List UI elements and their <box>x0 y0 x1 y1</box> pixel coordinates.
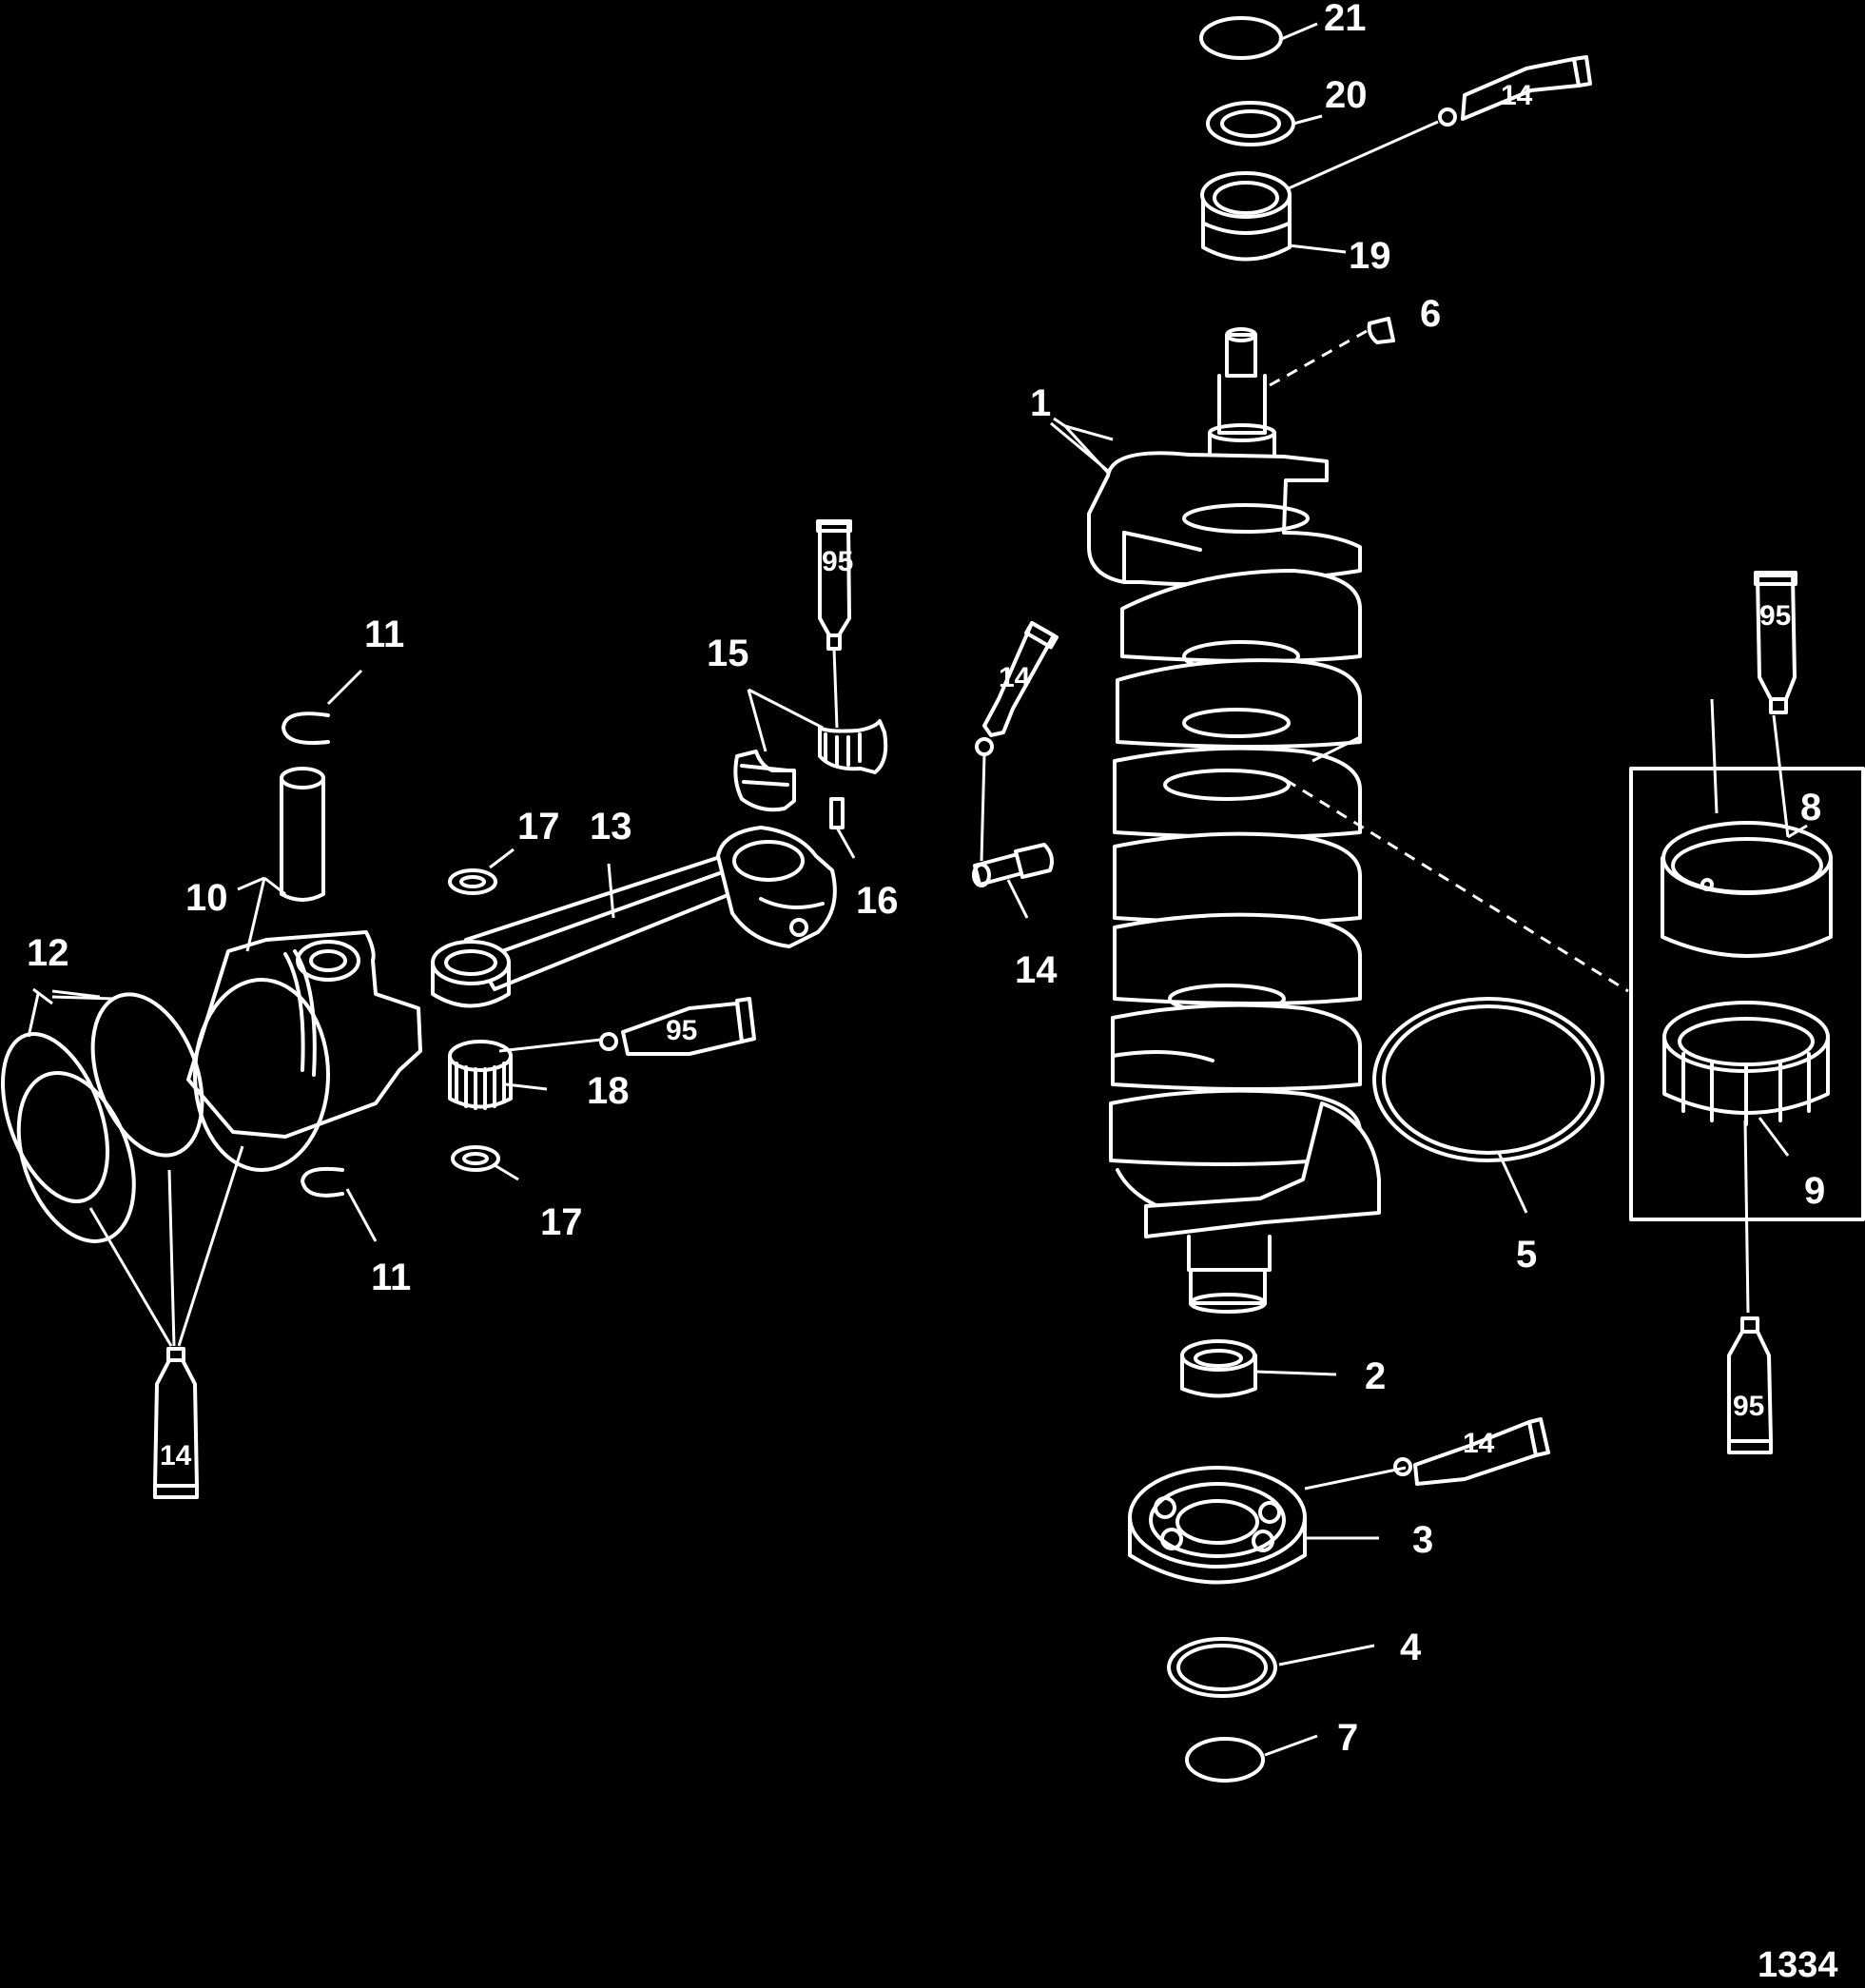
callout-8: 8 <box>1800 787 1821 828</box>
callouts: 21 20 19 6 1 8 9 5 2 3 4 7 11 11 10 12 1… <box>27 0 1825 1759</box>
thrust-washer-17-top <box>448 868 497 895</box>
retaining-ring-11-top <box>282 711 330 745</box>
piston-ring-12-outer <box>16 1071 136 1243</box>
callout-5: 5 <box>1516 1234 1537 1276</box>
seal-20 <box>1206 101 1295 146</box>
lubricant-tube-right-lower: 95 <box>1727 1316 1773 1454</box>
piston-ring-12-inner <box>90 992 204 1158</box>
woodruff-key-6 <box>1367 317 1395 344</box>
callout-7: 7 <box>1337 1717 1358 1759</box>
callout-6: 6 <box>1420 293 1441 335</box>
roller-cage-9 <box>1662 1001 1830 1126</box>
tube-label: 14 <box>1463 1428 1495 1459</box>
lubricant-tube-top-right: 14 <box>1438 55 1592 127</box>
alignment-line-key <box>1269 329 1368 387</box>
callout-4: 4 <box>1400 1627 1422 1668</box>
callout-11-bottom: 11 <box>371 1257 411 1298</box>
piston-pin <box>280 767 325 902</box>
crank-webs <box>1109 569 1362 1215</box>
tube-label: 14 <box>1501 80 1533 111</box>
retaining-ring-11-bottom <box>301 1166 344 1198</box>
tube-label: 95 <box>822 546 853 577</box>
callout-20: 20 <box>1325 74 1368 116</box>
callout-12: 12 <box>27 932 69 974</box>
lubricant-tube-rod-cap: 95 <box>816 519 853 651</box>
callout-18: 18 <box>587 1070 630 1112</box>
lubricant-tube-lower-bearing: 14 <box>1393 1417 1550 1486</box>
tube-label: 95 <box>1733 1391 1764 1422</box>
dowel-pin-16 <box>829 797 845 829</box>
retaining-ring-4 <box>1167 1637 1277 1698</box>
o-ring-21 <box>1199 16 1283 60</box>
callout-13: 13 <box>590 806 632 848</box>
leader-lines <box>27 22 1808 1757</box>
piston-10 <box>186 930 422 1172</box>
callout-17-top: 17 <box>517 806 560 848</box>
tube-label: 14 <box>999 662 1031 693</box>
alignment-line-bearing <box>1285 778 1629 993</box>
piston-ring-12-a <box>1 1032 109 1203</box>
callout-15: 15 <box>707 633 749 674</box>
bearing-halves-15 <box>733 719 888 812</box>
bearing-cup-2 <box>1180 1339 1257 1398</box>
tube-label: 95 <box>1759 600 1791 632</box>
callout-16: 16 <box>856 880 899 922</box>
figure-number: 1334 <box>1758 1945 1838 1985</box>
rod-bolt-14 <box>972 843 1054 887</box>
needle-bearing-18 <box>448 1040 513 1110</box>
crankshaft <box>1087 327 1381 1314</box>
ball-bearing-3 <box>1128 1466 1307 1585</box>
callout-17-bottom: 17 <box>540 1201 583 1243</box>
lubricant-tube-bolt: 14 <box>975 621 1059 756</box>
tube-label: 14 <box>160 1440 192 1472</box>
lubricant-tube-right-upper: 95 <box>1754 571 1797 714</box>
lubricant-tube-rings: 14 <box>153 1347 199 1499</box>
o-ring-7 <box>1185 1737 1265 1783</box>
callout-11-top: 11 <box>364 614 404 655</box>
tube-label: 95 <box>666 1015 697 1046</box>
bearing-race-8 <box>1661 821 1833 958</box>
callout-3: 3 <box>1412 1519 1433 1561</box>
callout-9: 9 <box>1804 1170 1825 1212</box>
callout-10: 10 <box>185 877 228 919</box>
callout-1: 1 <box>1030 382 1051 424</box>
callout-21: 21 <box>1324 0 1367 39</box>
callout-14-bolt: 14 <box>1015 949 1058 991</box>
seal-ring-5 <box>1372 997 1604 1162</box>
callout-19: 19 <box>1349 235 1391 277</box>
thrust-washer-17-bottom <box>451 1145 500 1172</box>
callout-2: 2 <box>1365 1355 1386 1397</box>
roller-bearing-19 <box>1200 171 1292 262</box>
lubricant-tube-pin-bearing: 95 <box>599 997 756 1056</box>
connecting-rod-13 <box>431 826 837 1008</box>
